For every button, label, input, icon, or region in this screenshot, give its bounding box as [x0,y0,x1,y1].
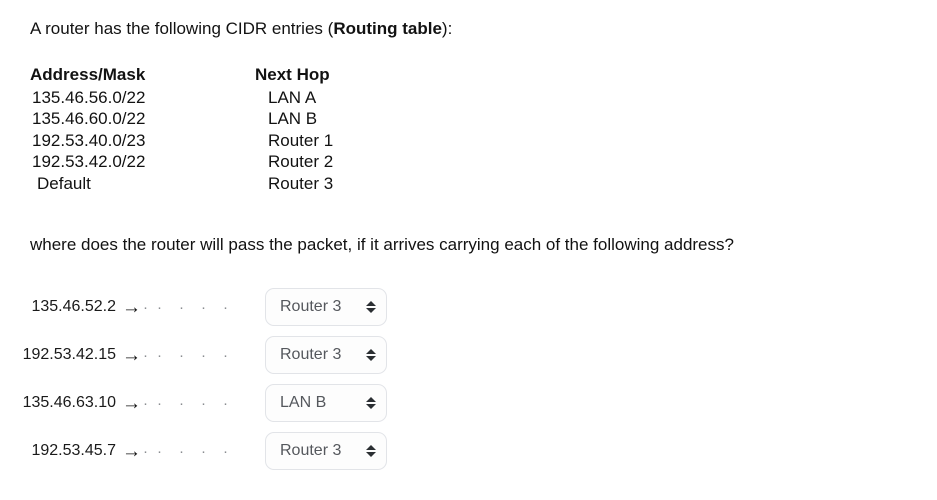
answer-select-1[interactable]: Router 3 [265,288,387,326]
arrow-right-icon: → [122,296,141,318]
routing-entry-next-hop: Router 3 [268,173,334,193]
routing-entry-next-hop: Router 2 [268,152,334,171]
routing-entry-address-mask: 135.46.60.0/22 [32,109,146,128]
answer-row: 135.46.63.10 → · · · · · LAN B [0,379,937,427]
routing-table: Address/Mask Next Hop 135.46.56.0/22 LAN… [30,64,428,194]
routing-entry-address-mask: 192.53.42.0/22 [32,152,146,171]
leader-dot: · [201,346,206,364]
leader-dots: · · · · · [143,347,255,364]
answer-address-label: 192.53.45.7 [31,442,116,459]
routing-entry-next-hop: LAN B [268,109,318,128]
arrow-right-icon: → [122,344,141,366]
leader-dot: · [143,394,148,412]
answer-select-2[interactable]: Router 3 [265,336,387,374]
arrow-right-icon: → [122,392,141,414]
routing-entry-address-mask: 192.53.40.0/23 [32,130,146,150]
table-row: 192.53.40.0/23 Router 1 [30,130,428,152]
routing-table-header-next-hop: Next Hop [255,65,330,84]
answer-address-label: 135.46.63.10 [22,394,116,411]
answer-select-value: LAN B [280,394,327,411]
arrow-right-icon: → [122,440,141,462]
leader-dot: · [179,442,184,460]
leader-dot: · [143,442,148,460]
triangle-up-icon [365,349,376,354]
leader-dot: · [157,442,162,460]
leader-dot: · [223,394,228,412]
leader-dot: · [157,346,162,364]
leader-dots: · · · · · [143,395,255,412]
triangle-up-icon [365,301,376,306]
answer-address-label: 192.53.42.15 [22,346,116,363]
stepper-updown-icon[interactable] [365,346,376,364]
routing-entry-next-hop: Router 1 [268,130,334,150]
answer-select-value: Router 3 [280,298,342,315]
leader-dot: · [223,346,228,364]
answer-select-wrapper: LAN B [265,384,387,422]
routing-table-header-row: Address/Mask Next Hop [30,64,428,87]
answer-select-value: Router 3 [280,346,342,363]
answer-select-wrapper: Router 3 [265,432,387,470]
table-row: 135.46.60.0/22 LAN B [30,108,428,130]
triangle-up-icon [365,397,376,402]
leader-dots: · · · · · [143,299,255,316]
triangle-up-icon [365,445,376,450]
leader-dots: · · · · · [143,443,255,460]
answer-select-3[interactable]: LAN B [265,384,387,422]
triangle-down-icon [365,308,376,313]
answer-row: 135.46.52.2 → · · · · · Router 3 [0,283,937,331]
leader-dot: · [143,346,148,364]
routing-entry-next-hop: LAN A [268,87,317,107]
stepper-updown-icon[interactable] [365,394,376,412]
intro-text-after: ): [441,19,453,38]
answer-select-4[interactable]: Router 3 [265,432,387,470]
leader-dot: · [143,298,148,316]
leader-dot: · [157,298,162,316]
table-row: Default Router 3 [30,173,428,195]
leader-dot: · [201,298,206,316]
answer-row: 192.53.42.15 → · · · · · Router 3 [0,331,937,379]
leader-dot: · [157,394,162,412]
intro-text-bold: Routing table [333,19,442,38]
answer-select-wrapper: Router 3 [265,336,387,374]
leader-dot: · [223,442,228,460]
routing-entry-address-mask: 135.46.56.0/22 [32,87,146,107]
answer-address-label: 135.46.52.2 [31,298,116,315]
stepper-updown-icon[interactable] [365,442,376,460]
table-row: 192.53.42.0/22 Router 2 [30,151,428,173]
routing-entry-address-mask: Default [37,173,91,193]
triangle-down-icon [365,452,376,457]
answer-select-wrapper: Router 3 [265,288,387,326]
answer-list: 135.46.52.2 → · · · · · Router 3 192.53.… [0,283,937,475]
leader-dot: · [179,394,184,412]
routing-table-header-address-mask: Address/Mask [30,65,146,84]
leader-dot: · [201,394,206,412]
stepper-updown-icon[interactable] [365,298,376,316]
leader-dot: · [223,298,228,316]
intro-text: A router has the following CIDR entries … [30,18,452,40]
leader-dot: · [179,298,184,316]
triangle-down-icon [365,356,376,361]
answer-row: 192.53.45.7 → · · · · · Router 3 [0,427,937,475]
answer-select-value: Router 3 [280,442,342,459]
question-text: where does the router will pass the pack… [30,235,734,254]
leader-dot: · [179,346,184,364]
table-row: 135.46.56.0/22 LAN A [30,87,428,109]
triangle-down-icon [365,404,376,409]
intro-text-before: A router has the following CIDR entries … [30,19,334,38]
leader-dot: · [201,442,206,460]
